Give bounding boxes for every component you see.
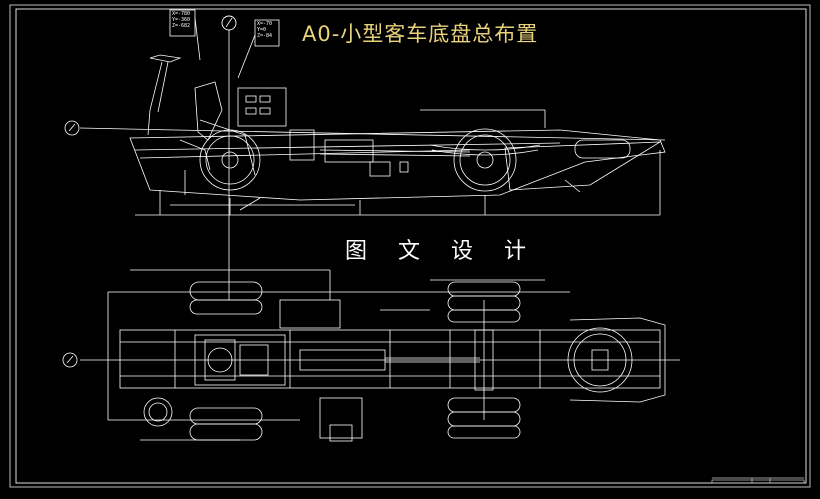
datum-circle-top [221, 15, 237, 31]
dimension-box-left: X=-780 Y=-360 Z=-682 [172, 11, 190, 29]
border-inner [15, 8, 807, 484]
border-outer [9, 4, 811, 488]
title-block [711, 477, 805, 484]
dim-right-x: X=-70 [257, 21, 273, 27]
dim-left-z: Z=-682 [172, 23, 191, 29]
dim-right-z: Z=-84 [257, 33, 273, 39]
dim-right-y: Y=0 [257, 27, 267, 33]
dim-left-x: X=-780 [172, 11, 191, 17]
side-view [64, 9, 666, 216]
dimension-box-right: X=-70 Y=0 Z=-84 [257, 21, 272, 39]
datum-circle-top-mark [225, 17, 233, 28]
drawing-title: A0-小型客车底盘总布置 [302, 22, 539, 46]
watermark-text: 图 文 设 计 [345, 239, 538, 264]
top-view [62, 269, 680, 442]
dim-left-y: Y=-360 [172, 17, 191, 23]
